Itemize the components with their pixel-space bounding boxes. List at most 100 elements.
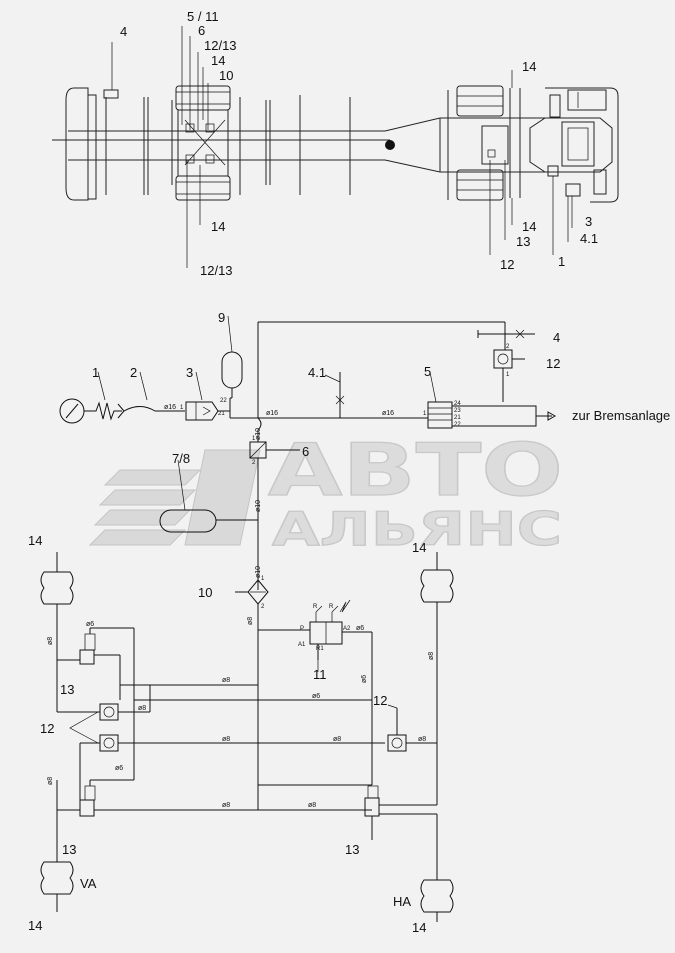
schem-label-12-left: 12: [40, 721, 54, 736]
schem-label-7-8: 7/8: [172, 451, 190, 466]
schem-label-9: 9: [218, 310, 225, 325]
check-valve-12-left-b-icon: [99, 734, 119, 752]
port-v11-a2: A2: [343, 626, 351, 632]
port-tank5-23: 23: [454, 408, 461, 414]
pipe-label-8-k: ø8: [428, 652, 435, 660]
chassis-label-12-13-bottom: 12/13: [200, 263, 233, 278]
port-v11-r1: R: [313, 604, 318, 610]
chassis-label-14-r-bottom: 14: [522, 219, 536, 234]
chassis-label-3-r: 3: [585, 214, 592, 229]
watermark: АВТО АЛЬЯНС: [88, 427, 564, 557]
pipe-label-16-2: ø16: [266, 410, 278, 417]
leveling-valve-13-bottom-icon: [79, 799, 95, 817]
schem-label-5: 5: [424, 364, 431, 379]
port-v11-p: P: [300, 626, 304, 632]
pipe-label-8-d: ø8: [222, 736, 230, 743]
pipe-label-8-c: ø8: [138, 705, 146, 712]
schem-label-12-mid: 12: [373, 693, 387, 708]
chassis-label-5-11: 5 / 11: [187, 9, 219, 24]
pipe-label-6-e: ø6: [361, 675, 368, 683]
chassis-label-6: 6: [198, 23, 205, 38]
chassis-label-10: 10: [219, 68, 233, 83]
pneumatic-schematic: 1 2 3 9 4.1 5 4 12 7/8 6 10 11 12 12 13 …: [28, 310, 670, 935]
check-valve-12-left-a-icon: [99, 703, 119, 721]
leveling-valve-13-right-icon: [364, 797, 380, 817]
port-v11-r3: R1: [316, 646, 324, 652]
schem-label-3: 3: [186, 365, 193, 380]
pipe-label-8-b: ø8: [222, 677, 230, 684]
schem-label-10: 10: [198, 585, 212, 600]
chassis-label-1-r: 1: [558, 254, 565, 269]
chassis-label-4: 4: [120, 24, 127, 39]
pipe-label-6-c: ø6: [356, 625, 364, 632]
pipe-label-6-a: ø6: [86, 621, 94, 628]
chassis-top-view: 4 5 / 11 6 12/13 14 10 14 12/13 14 14 13…: [52, 9, 619, 278]
pipe-label-8-j: ø8: [47, 777, 54, 785]
pivot-icon: [385, 140, 395, 150]
watermark-logo: [88, 449, 261, 546]
air-bellow-right-bottom-icon: [420, 879, 454, 913]
port-dryer-22: 22: [220, 398, 227, 404]
pipe-label-10-1: ø10: [255, 428, 262, 440]
pipe-label-8-e: ø8: [333, 736, 341, 743]
pipe-label-8-f: ø8: [418, 736, 426, 743]
air-bellow-right-top-icon: [420, 569, 454, 603]
schem-label-11: 11: [313, 667, 327, 682]
chassis-label-12-r: 12: [500, 257, 514, 272]
air-bellow-left-bottom-icon: [40, 861, 74, 895]
pipe-label-10-3: ø10: [255, 566, 262, 578]
tank-7-8-icon: [159, 509, 217, 533]
schem-label-4: 4: [553, 330, 560, 345]
pipe-label-8-g: ø8: [222, 802, 230, 809]
pipe-label-6-b: ø6: [312, 693, 320, 700]
port-v10-2: 2: [261, 604, 265, 610]
watermark-line2: АЛЬЯНС: [272, 502, 562, 556]
schem-label-6: 6: [302, 444, 309, 459]
pipe-label-10-2: ø10: [255, 500, 262, 512]
schem-label-4-1: 4.1: [308, 365, 326, 380]
port-v12-2: 2: [506, 344, 510, 350]
port-v10-1: 1: [261, 576, 265, 582]
schem-label-va: VA: [80, 876, 97, 891]
port-dryer-in: 1: [180, 405, 184, 411]
port-dryer-out: 21: [218, 411, 225, 417]
schem-label-14-left-bottom: 14: [28, 918, 42, 933]
schem-label-14-right-bottom: 14: [412, 920, 426, 935]
chassis-label-14-a: 14: [211, 53, 225, 68]
port-tank5-1: 1: [423, 411, 427, 417]
tank-9-icon: [221, 351, 243, 389]
port-v6-1: 1: [252, 436, 256, 442]
air-dryer-icon: [185, 401, 219, 421]
schem-label-ha: HA: [393, 894, 411, 909]
air-bellow-left-top-icon: [40, 571, 74, 605]
port-v11-a1: A1: [298, 642, 306, 648]
chassis-item-1: [547, 165, 559, 177]
pipe-label-8-h: ø8: [308, 802, 316, 809]
chassis-label-12-13-top: 12/13: [204, 38, 237, 53]
chassis-item-4: [103, 89, 119, 99]
port-tank5-22: 22: [454, 422, 461, 428]
port-v12-1: 1: [506, 372, 510, 378]
pipe-label-8-i: ø8: [47, 637, 54, 645]
schem-label-12-top: 12: [546, 356, 560, 371]
port-tank5-21: 21: [454, 415, 461, 421]
pipe-label-16-3: ø16: [382, 410, 394, 417]
chassis-label-4-1-r: 4.1: [580, 231, 598, 246]
chassis-label-13-r: 13: [516, 234, 530, 249]
schem-label-13-left-top: 13: [60, 682, 74, 697]
schem-label-13-left-bottom: 13: [62, 842, 76, 857]
chassis-item-3: [565, 183, 581, 197]
arrow-right-icon: [547, 411, 557, 421]
schem-label-14-left-top: 14: [28, 533, 42, 548]
schem-label-2: 2: [130, 365, 137, 380]
pipe-label-6-d: ø6: [115, 765, 123, 772]
pipe-label-16-1: ø16: [164, 404, 176, 411]
port-tank5-24: 24: [454, 401, 461, 407]
schem-label-1: 1: [92, 365, 99, 380]
tank-5-icon: [427, 401, 453, 429]
check-valve-12-top-icon: [493, 349, 513, 369]
pipe-label-8-a: ø8: [247, 617, 254, 625]
schem-label-14-right-top: 14: [412, 540, 426, 555]
chassis-label-14-r-top: 14: [522, 59, 536, 74]
